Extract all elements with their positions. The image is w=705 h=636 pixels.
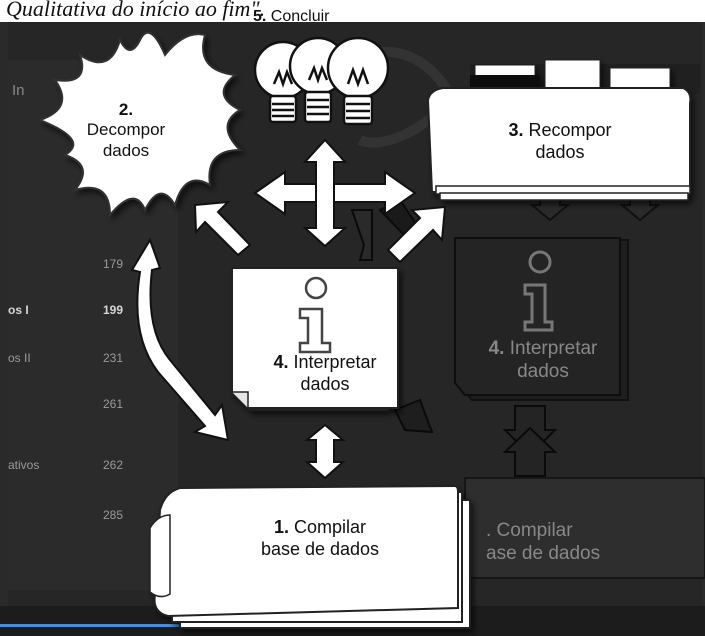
ghost-interpret-box-front: [454, 237, 621, 396]
row-value: 179: [103, 257, 124, 271]
step-title-line1: Decompor: [86, 120, 166, 140]
arrow-interpret-compile: [304, 423, 346, 480]
step-number: 4.: [273, 352, 289, 372]
table-row: 261: [8, 397, 148, 437]
row-label: ativos: [8, 458, 40, 472]
ghost-arrow-diagonal: [350, 209, 373, 261]
arrow-decompose-compile: [130, 237, 230, 442]
arrow-to-decompose: [193, 200, 252, 257]
row-label: os I: [8, 303, 29, 317]
step-decompose-label: 2. Decompor dados: [78, 100, 174, 161]
ghost-line2: dados: [517, 360, 569, 382]
step-interpret-label: 4. Interpretar dados: [250, 352, 400, 395]
step-number: 5.: [253, 8, 267, 25]
table-row: ativos 262: [8, 458, 148, 498]
ghost-line2: ase de dados: [486, 542, 601, 564]
ghost-info-icon: [523, 250, 554, 332]
progress-accent-bar: [0, 624, 250, 627]
step-title-line2: base de dados: [260, 538, 380, 559]
step-number: 2.: [118, 100, 134, 119]
table-row: os I 199: [8, 303, 148, 343]
ghost-line1: . Compilar: [486, 520, 573, 541]
compile-box: [149, 484, 471, 629]
ghost-compile-label: . Compilar ase de dados: [486, 520, 626, 566]
step-title-line1: Recompor: [528, 120, 612, 140]
table-row: 179: [8, 257, 148, 297]
header-text: Qualitativa do início ao fim".: [6, 0, 266, 21]
ghost-line1: Interpretar: [509, 338, 598, 359]
row-value: 285: [103, 508, 124, 522]
row-value: 262: [103, 458, 124, 472]
ghost-step-number: 4.: [488, 338, 505, 359]
step-title-line2: dados: [535, 141, 585, 162]
info-icon: [298, 276, 332, 354]
step-title-line1: Interpretar: [293, 352, 377, 372]
step-title: Concluir: [270, 8, 330, 25]
step-number: 1.: [273, 517, 289, 537]
row-value: 261: [103, 397, 124, 411]
step-recompose-label: 3. Recompor dados: [470, 120, 650, 163]
table-row: 285: [8, 508, 148, 548]
row-label: os II: [8, 351, 31, 365]
table-row: os II 231: [8, 351, 148, 391]
step-conclude-label: 5. Concluir: [253, 7, 329, 26]
ghost-interpret-label: 4. Interpretar dados: [462, 338, 624, 384]
step-title-line2: dados: [102, 140, 150, 160]
ghost-arrow-diagonal: [393, 398, 434, 434]
page-top-strip: Qualitativa do início ao fim".: [0, 0, 705, 22]
decompose-flower: [37, 31, 243, 218]
sidebar-fragment: In: [12, 82, 25, 99]
flow-arrows: [130, 138, 447, 480]
row-value: 231: [103, 351, 124, 365]
arrow-up-down: [302, 138, 348, 248]
arrow-to-recompose: [386, 205, 447, 264]
step-title-line2: dados: [300, 373, 350, 394]
step-number: 3.: [508, 120, 524, 140]
ghost-arrow-up: [502, 426, 558, 477]
lightbulb-icon: [253, 36, 390, 126]
recompose-box: [426, 59, 692, 201]
row-value: 199: [103, 303, 124, 317]
step-compile-label: 1. Compilar base de dados: [225, 517, 415, 560]
lightbulb-3: [326, 36, 390, 126]
step-title-line1: Compilar: [294, 517, 367, 537]
